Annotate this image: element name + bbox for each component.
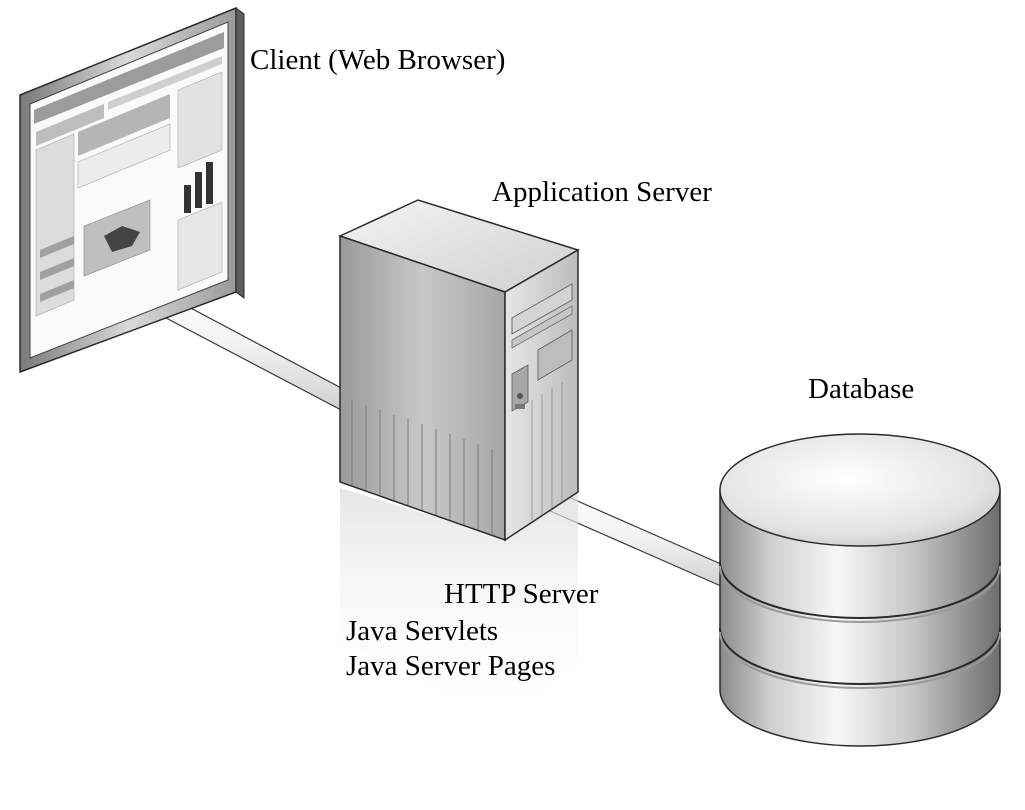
database-cylinder-icon — [719, 433, 1001, 747]
browser-screen-content — [34, 32, 224, 317]
monitor-icon — [19, 6, 245, 374]
database-label: Database — [808, 373, 915, 405]
java-server-pages-label: Java Server Pages — [346, 650, 556, 682]
http-server-label: HTTP Server — [444, 578, 599, 610]
client-label: Client (Web Browser) — [250, 44, 506, 76]
app-server-label: Application Server — [492, 176, 712, 208]
java-servlets-label: Java Servlets — [346, 615, 499, 647]
server-tower-icon — [337, 199, 580, 720]
server-reflection — [340, 488, 578, 720]
